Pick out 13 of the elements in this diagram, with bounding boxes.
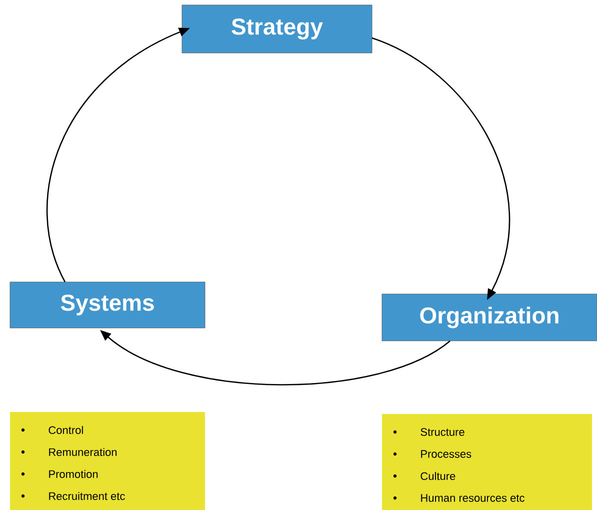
list-item: Promotion — [49, 470, 98, 478]
title-box: Strategy — [182, 4, 372, 54]
title-box: Systems — [10, 282, 206, 328]
title-box: Organization — [382, 294, 597, 342]
bullet-list-box — [10, 412, 205, 510]
list-item: Human resources etc — [421, 494, 524, 502]
list-item: Recruitment etc — [49, 492, 125, 500]
list-item: Structure — [420, 428, 464, 436]
list-item: Culture — [420, 472, 456, 480]
list-item: Processes — [421, 450, 472, 458]
list-item: Control — [48, 426, 83, 434]
bullet-list-box — [382, 414, 592, 510]
list-item: Remuneration — [49, 448, 117, 456]
